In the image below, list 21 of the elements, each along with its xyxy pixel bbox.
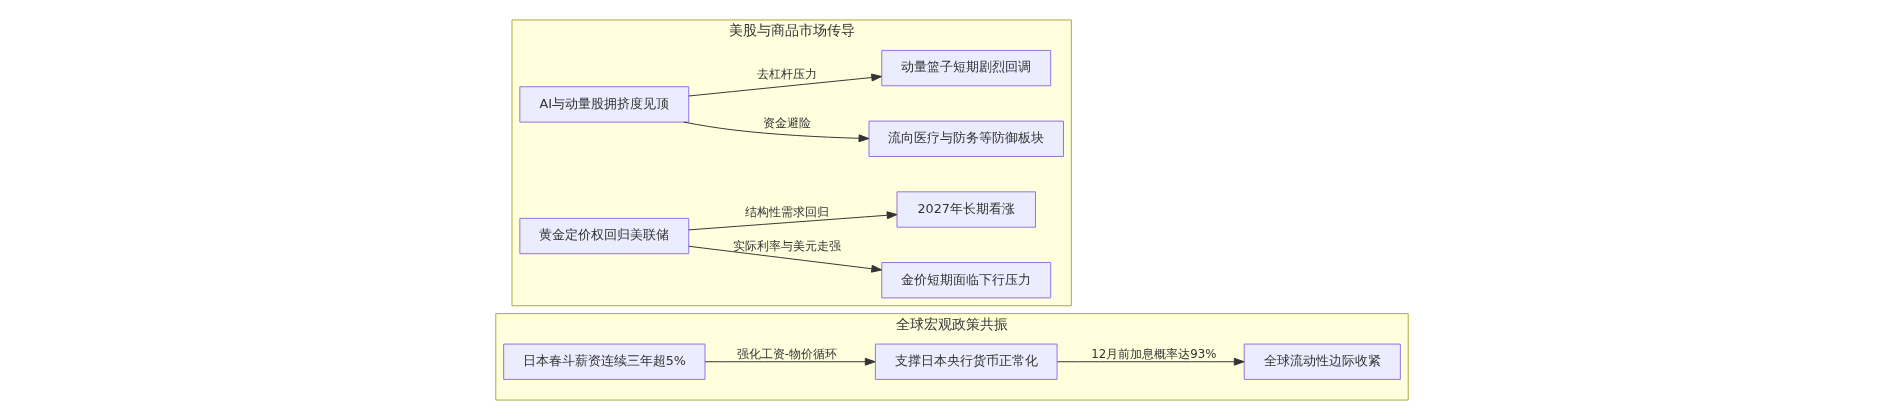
node-box: 动量篮子短期剧烈回调 [881, 49, 1052, 87]
arrow [688, 245, 883, 273]
node-box: 2027年长期看涨 [896, 191, 1036, 228]
edge-label: 去杠杆压力 [757, 67, 817, 82]
edge-label: 12月前加息概率达93% [1091, 347, 1217, 362]
node-box: AI与动量股拥挤度见顶 [519, 86, 690, 123]
arrow [1057, 357, 1245, 366]
node-box: 流向医疗与防务等防御板块 [868, 120, 1064, 157]
node-box: 金价短期面临下行压力 [881, 262, 1052, 299]
arrow [704, 357, 876, 366]
edge-label: 结构性需求回归 [745, 204, 829, 219]
edge-label: 实际利率与美元走强 [733, 239, 841, 254]
arrow [688, 211, 898, 231]
edge-label: 强化工资-物价循环 [736, 347, 838, 362]
node-box: 全球流动性边际收紧 [1243, 343, 1401, 380]
arrow [688, 73, 883, 97]
edge-label: 资金避险 [763, 115, 811, 130]
node-box: 支撑日本央行货币正常化 [874, 343, 1058, 380]
node-box: 日本春斗薪资连续三年超5% [503, 343, 706, 380]
arrow [683, 121, 870, 143]
node-box: 黄金定价权回归美联储 [519, 217, 690, 255]
